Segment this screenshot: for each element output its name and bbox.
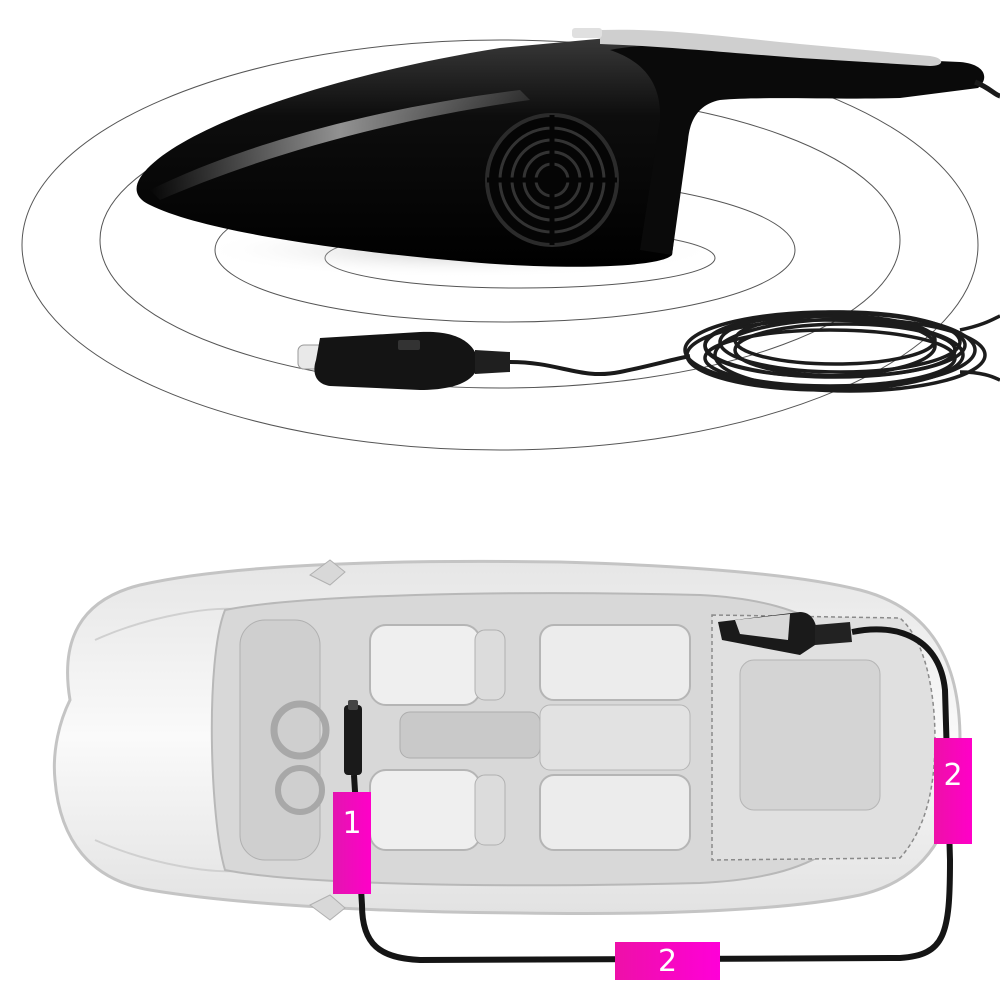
coiled-cable	[683, 310, 1000, 393]
label-tag-2-bottom: 2	[615, 942, 720, 980]
car-top-view	[52, 559, 962, 921]
label-one-text: 1	[342, 806, 362, 841]
car-plug	[297, 331, 691, 390]
label-tag-2-right: 2	[934, 738, 972, 844]
label-two-bottom-text: 2	[657, 943, 678, 979]
cable-route	[351, 626, 954, 964]
fan-grille	[485, 113, 619, 247]
vacuum-cleaner	[136, 28, 1000, 267]
dash-plug	[344, 700, 362, 775]
label-tag-1: 1	[333, 792, 371, 894]
label-two-right-text: 2	[943, 758, 963, 793]
vacuum-in-trunk	[718, 612, 852, 655]
